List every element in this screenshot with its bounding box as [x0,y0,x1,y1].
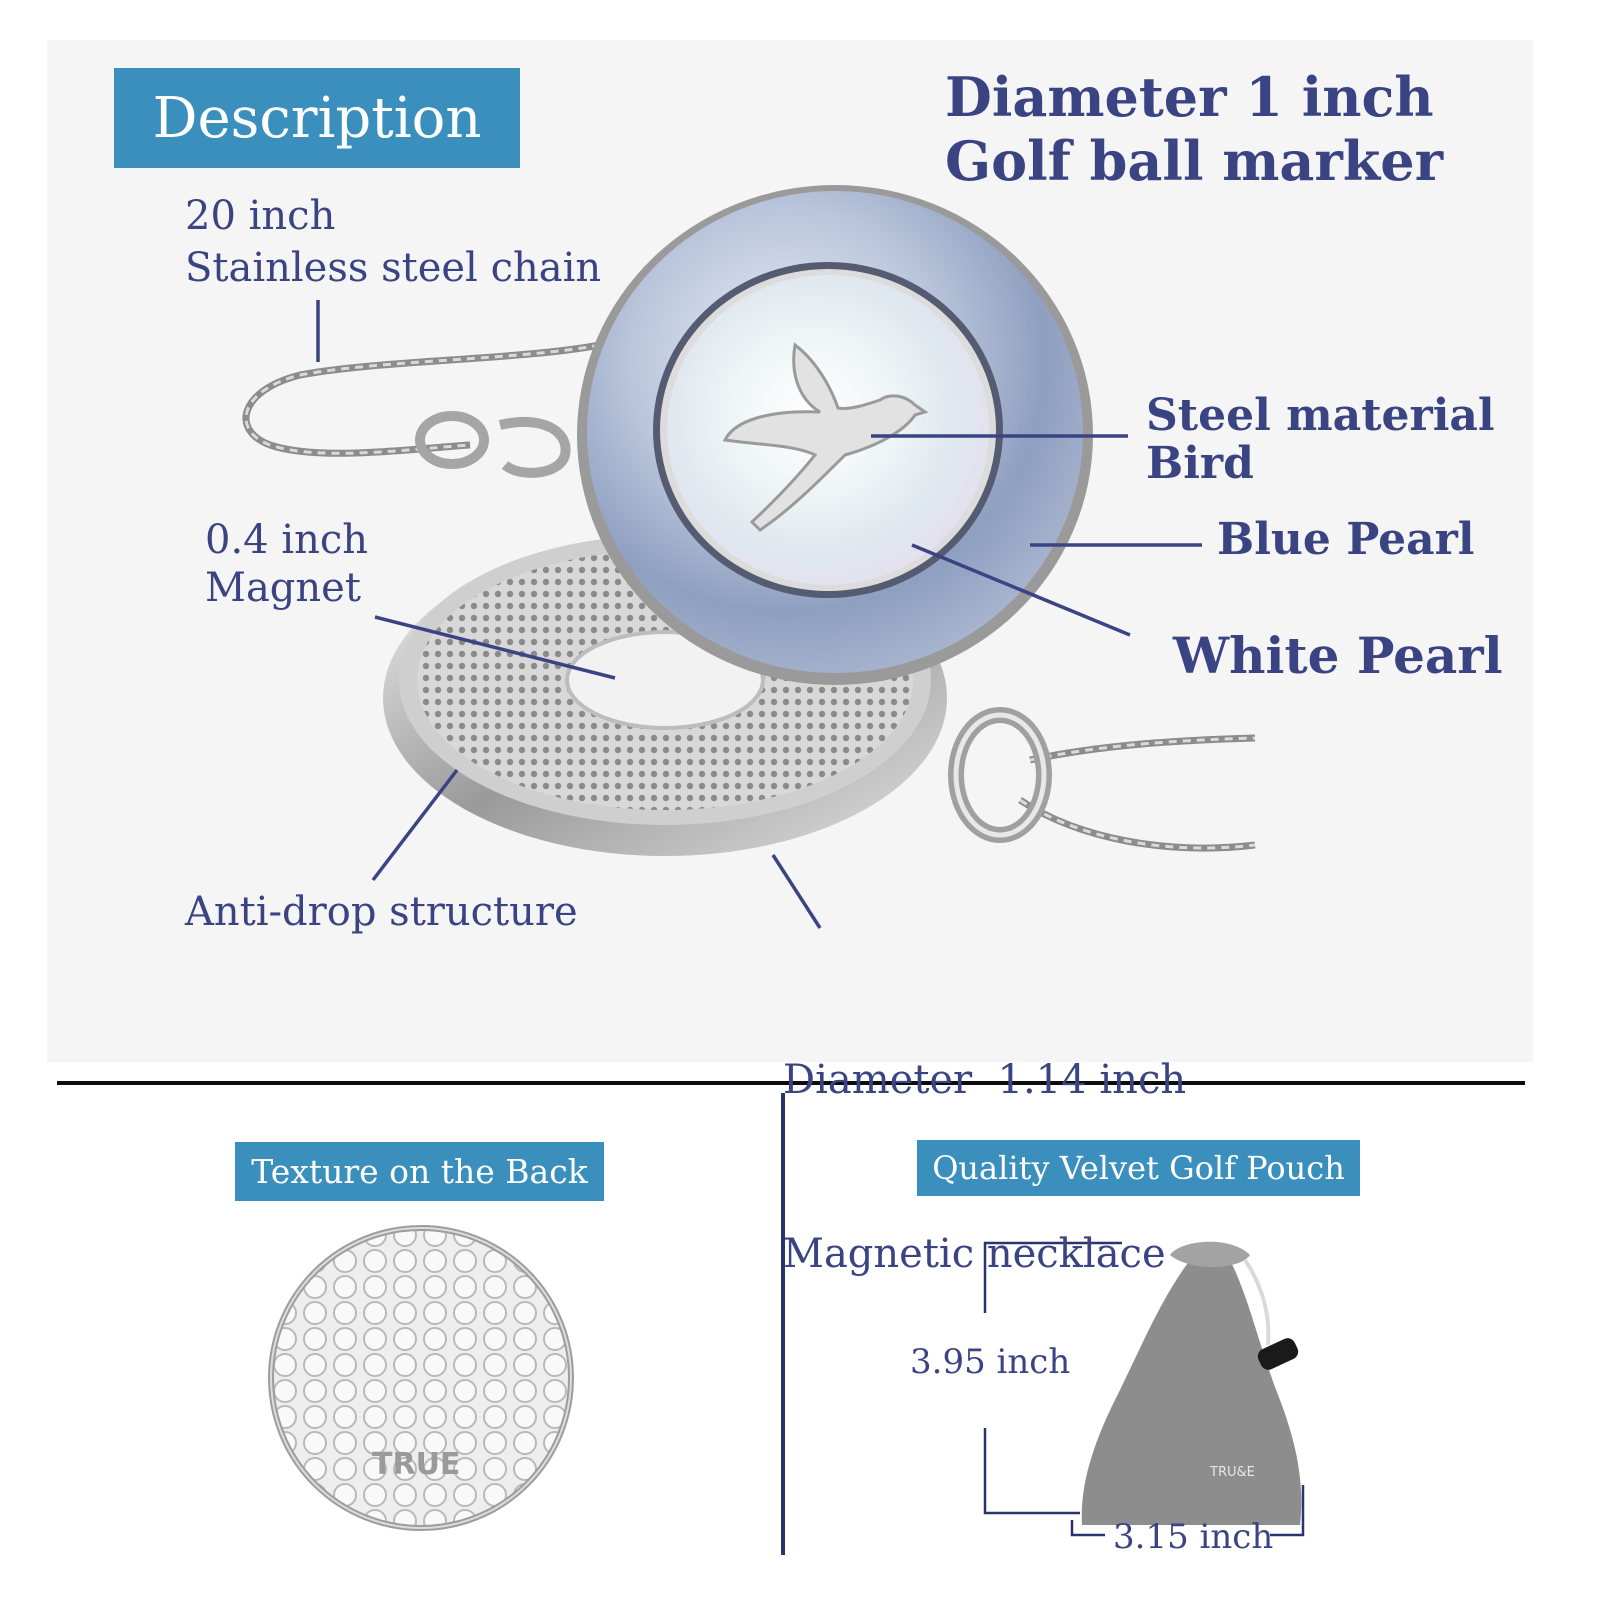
description-tag-text: Description [152,85,482,151]
necklace-callout: Diameter 1.14 inch Magnetic necklace [783,935,1186,1341]
pouch-dimension-lines [983,1241,1305,1537]
chain-callout: 20 inch Stainless steel chain [185,190,601,294]
chain-callout-line1: 20 inch [185,193,336,239]
chain-left [242,341,601,457]
chain-right [1018,734,1256,852]
necklace-callout-line2: Magnetic necklace [783,1231,1166,1277]
velvet-pouch [1081,1241,1302,1525]
description-tag: Description [114,68,520,168]
bird-callout: Steel material Bird [1146,392,1495,487]
clasp [415,411,571,478]
magnet-callout-line1: 0.4 inch [205,517,369,563]
marker-heading-line2: Golf ball marker [945,128,1444,193]
bird-callout-line2: Bird [1146,437,1254,489]
back-texture-tag-text: Texture on the Back [251,1152,588,1191]
magnet-callout: 0.4 inch Magnet [205,516,368,612]
pouch-logo: TRU&E [1210,1465,1255,1480]
back-texture-coin [268,1225,574,1531]
blue-pearl-callout: Blue Pearl [1217,514,1475,565]
white-pearl-callout: White Pearl [1173,626,1503,685]
back-coin-engraving: TRUE [372,1447,461,1482]
back-texture-tag: Texture on the Back [235,1142,604,1201]
pouch-width-label: 3.15 inch [1113,1517,1274,1557]
bird-icon [722,342,929,532]
pouch-tag: Quality Velvet Golf Pouch [917,1140,1360,1196]
chain-callout-line2: Stainless steel chain [185,245,602,291]
pouch-height-label: 3.95 inch [910,1342,1071,1382]
anti-drop-callout: Anti-drop structure [185,889,578,935]
golf-ball-marker [577,185,1093,685]
marker-heading: Diameter 1 inch Golf ball marker [945,65,1444,193]
pouch-tag-text: Quality Velvet Golf Pouch [932,1149,1345,1187]
bail-ring [948,707,1052,843]
bird-callout-line1: Steel material [1146,390,1495,441]
callout-lines [316,300,1202,929]
marker-heading-line1: Diameter 1 inch [945,65,1434,129]
magnet-callout-line2: Magnet [205,565,361,611]
necklace-callout-line1: Diameter 1.14 inch [783,1057,1187,1103]
